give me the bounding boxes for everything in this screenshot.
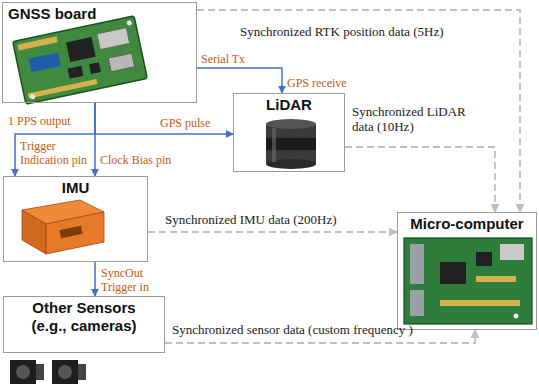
signal-arrow [95,103,233,134]
component-box: Micro-computer [397,212,537,330]
signal-arrow [197,68,282,93]
edge-label: Synchronized RTK position data (5Hz) [240,24,444,39]
component-title: GNSS board [8,5,96,23]
signal-label: Trigger Indication pin [20,139,90,167]
micro-computer-picture [404,238,532,324]
edge-label: GPS pulse [160,116,210,130]
signal-label: Trigger in [101,280,149,294]
data-flow-arrow [148,231,397,233]
signal-arrow [94,103,96,176]
component-box: Other Sensors(e.g., cameras) [3,296,165,353]
component-title: Micro-computer [410,215,523,233]
signal-label: 1 PPS output [8,114,71,128]
component-box: IMU [3,176,148,262]
component-box: GNSS board [2,2,197,103]
signal-label: SyncOut [101,266,143,280]
signal-label: GPS receive [287,76,347,90]
component-title: IMU [62,179,90,197]
edge-label: Synchronized LiDAR data (10Hz) [352,104,484,134]
component-box: LiDAR [233,93,345,172]
signal-arrow [15,103,95,176]
signal-label: Clock Bias pin [100,153,171,167]
lidar-picture [266,119,316,169]
data-flow-arrow [197,10,520,212]
gnss-board-picture [13,16,148,104]
edge-label: Synchronized sensor data (custom frequen… [172,322,413,337]
signal-arrow [94,262,96,296]
edge-label: Serial Tx [201,52,245,66]
cameras-picture [10,360,86,384]
component-title: LiDAR [266,96,312,114]
component-title: Other Sensors [32,299,135,317]
edge-label: Synchronized IMU data (200Hz) [165,212,336,227]
imu-picture [22,200,104,254]
data-flow-arrow [345,147,495,212]
component-title: (e.g., cameras) [31,317,136,335]
